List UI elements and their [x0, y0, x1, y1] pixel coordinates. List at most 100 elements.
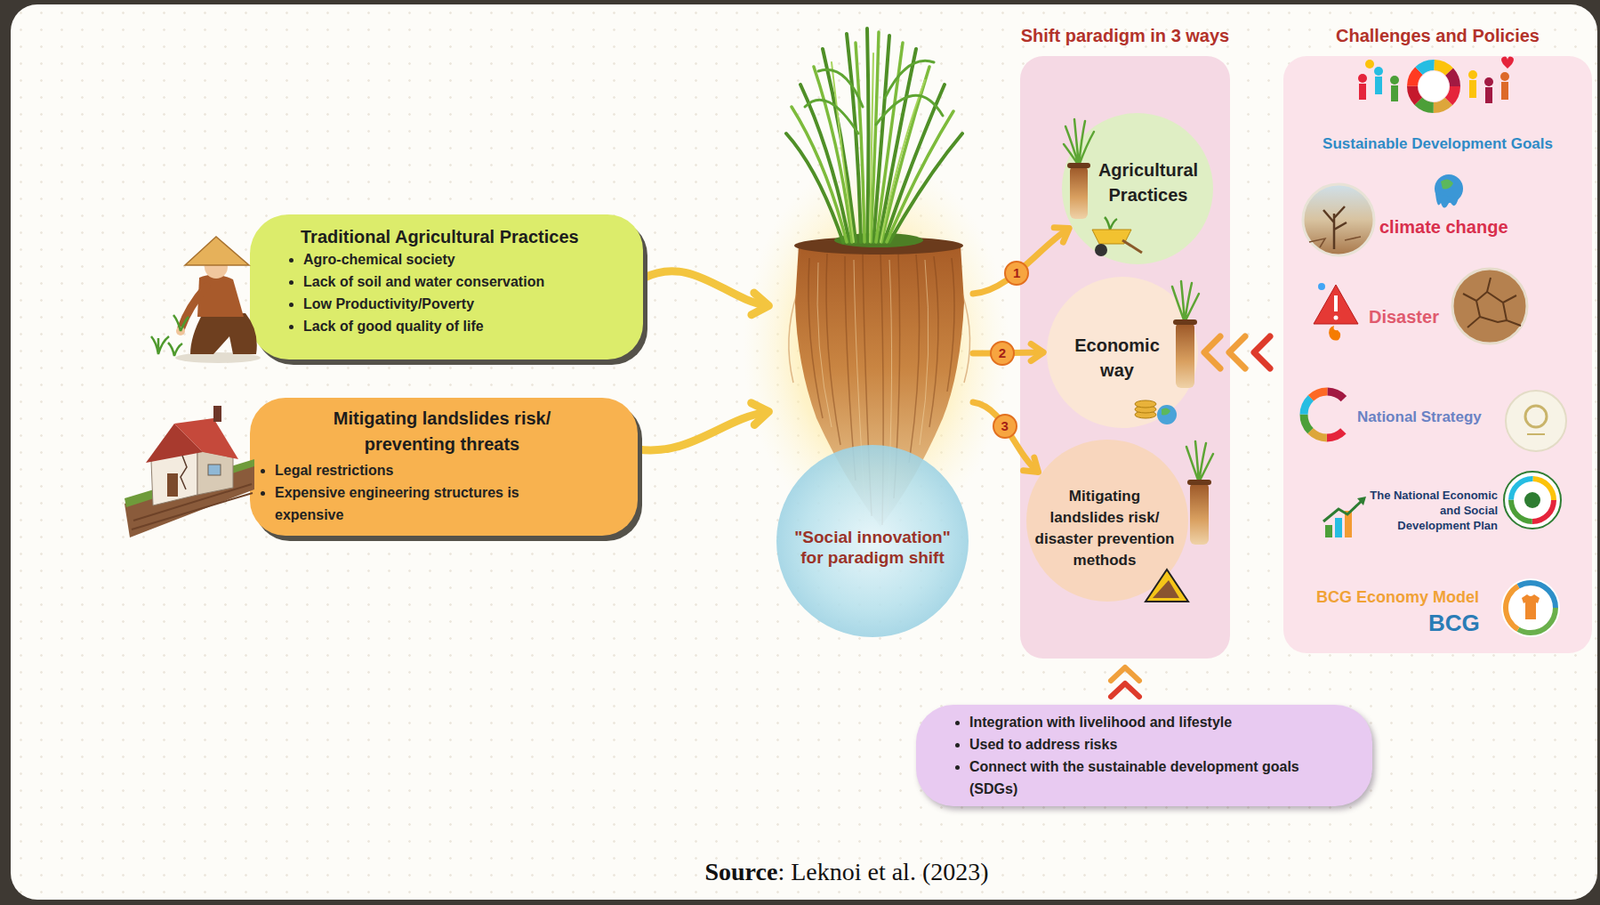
farmer-figure: [168, 342, 183, 356]
farmer-figure: [184, 236, 250, 266]
cracked-earth: [1463, 277, 1521, 328]
vetiver-icon: [1063, 119, 1094, 219]
wheelbarrow-icon: [1122, 240, 1142, 253]
label-wrap: 2: [989, 340, 1015, 366]
text-wrap: BCG: [1428, 609, 1509, 636]
wheelbarrow-icon: [1094, 243, 1108, 257]
text-wrap: climate change: [1379, 216, 1584, 238]
bullet-item: Lack of soil and water conservation: [303, 270, 626, 293]
bullet-list: Integration with livelihood and lifestyl…: [953, 710, 1311, 800]
sdg-icon: [1484, 77, 1494, 87]
strategy-logo: [1505, 390, 1567, 451]
grass-blades: [889, 133, 963, 242]
box-heading: Traditional Agricultural Practices: [300, 225, 626, 249]
growth-chart-icon: [1325, 524, 1333, 538]
connector-arrow: [637, 402, 769, 451]
sdg-icon: [1412, 64, 1456, 108]
sdg-icon: [1365, 59, 1375, 69]
label-wrap: 1: [1004, 260, 1030, 286]
node-label: climate change: [1379, 216, 1584, 238]
coins-globe-icon: [1134, 400, 1157, 408]
vetiver-icon: [1173, 319, 1198, 325]
text-wrap: Sustainable Development Goals: [1283, 134, 1592, 154]
climate-photo: [1302, 184, 1375, 256]
bullet-item: Legal restrictions: [274, 458, 578, 482]
cracked-earth: [1452, 268, 1528, 344]
text-wrap: Challenges and Policies: [1283, 24, 1592, 47]
grass-blades: [813, 66, 853, 242]
root-fibers: [962, 293, 971, 383]
principle-box: Integration with livelihood and lifestyl…: [916, 704, 1373, 806]
circle-outline: [771, 233, 973, 641]
root-fibers: [947, 257, 955, 392]
node-label: "Social innovation" for paradigm shift: [790, 526, 955, 568]
plan-logo: [1511, 478, 1554, 522]
plan-logo: [1503, 471, 1561, 529]
bullet-item: Low Productivity/Poverty: [303, 292, 626, 315]
circle-shape: [1046, 276, 1198, 428]
text-wrap: Shift paradigm in 3 ways: [1005, 24, 1246, 47]
bullet-item: Agro-chemical society: [303, 248, 626, 271]
farmer-figure: [151, 336, 169, 354]
sdg-icon: [1485, 87, 1493, 104]
bcg-logo: [1505, 582, 1556, 633]
bcg-logo: [1505, 582, 1556, 633]
climate-photo: [1309, 236, 1361, 248]
caption-strong: Source: [704, 857, 778, 885]
arrow-head: [1053, 227, 1070, 242]
arrow-head: [751, 292, 770, 315]
plan-logo: [1503, 471, 1561, 529]
farmer-figure: [173, 314, 189, 331]
bullet-item: Used to address risks: [969, 732, 1311, 756]
disaster-sign: [1313, 282, 1359, 341]
grass-blades: [876, 95, 943, 125]
grass-blades: [867, 28, 869, 242]
wheelbarrow-icon: [1104, 217, 1118, 230]
sdg-icon: [1374, 66, 1383, 76]
climate-photo: [1302, 184, 1375, 256]
connector-arrow: [643, 271, 769, 315]
vetiver-icon: [1187, 479, 1212, 485]
node-label: The National Economic and Social Develop…: [1364, 487, 1498, 533]
sdg-icon: [1412, 64, 1456, 108]
coins-globe-icon: [1134, 400, 1177, 425]
growth-chart-icon: [1323, 499, 1363, 522]
bcg-logo: [1505, 582, 1556, 633]
text-wrap: Economic way: [1068, 332, 1166, 383]
sdg-icon: [1358, 83, 1367, 100]
bullet-item: Lack of good quality of life: [303, 314, 626, 338]
text-wrap: Agricultural Practices: [1090, 157, 1207, 208]
disaster-sign: [1334, 315, 1339, 321]
growth-chart-icon: [1334, 517, 1343, 538]
vetiver-icon: [1186, 441, 1214, 483]
house-landslide: [208, 464, 221, 475]
sdg-icon: [1358, 73, 1367, 83]
vetiver-icon: [1172, 281, 1199, 322]
chevron-arrow: [1254, 336, 1271, 369]
strategy-arc: [1294, 381, 1360, 448]
strategy-logo: [1525, 405, 1547, 427]
sdg-icon: [1412, 64, 1456, 108]
sdg-icon: [1469, 80, 1477, 98]
node-label: BCG Economy Model: [1316, 586, 1504, 607]
grass-blades: [818, 69, 863, 107]
strategy-logo: [1527, 433, 1545, 435]
vetiver-icon: [1186, 441, 1214, 545]
plan-logo: [1511, 478, 1554, 522]
chevron-arrow: [1110, 667, 1140, 681]
farmer-figure: [190, 313, 258, 354]
house-landslide: [174, 418, 239, 459]
grass-blades: [791, 32, 954, 242]
node-label: Mitigating landslides risk/ disaster pre…: [1032, 485, 1177, 571]
chevron-arrow: [1110, 683, 1140, 697]
node-label: National Strategy: [1357, 408, 1504, 427]
house-landslide: [167, 473, 178, 497]
paradigm-band: Shift paradigm in 3 waysAgricultural Pra…: [1005, 19, 1246, 659]
grass-blades: [831, 53, 925, 242]
coins-globe-icon: [1161, 407, 1171, 415]
vetiver-icon: [1172, 281, 1199, 388]
text-wrap: The National Economic and Social Develop…: [1364, 487, 1498, 533]
caption-wrap: Source: Leknoi et al. (2023): [579, 855, 1114, 888]
callout-number: 3: [992, 413, 1018, 439]
sdg-icon: [1412, 64, 1456, 108]
